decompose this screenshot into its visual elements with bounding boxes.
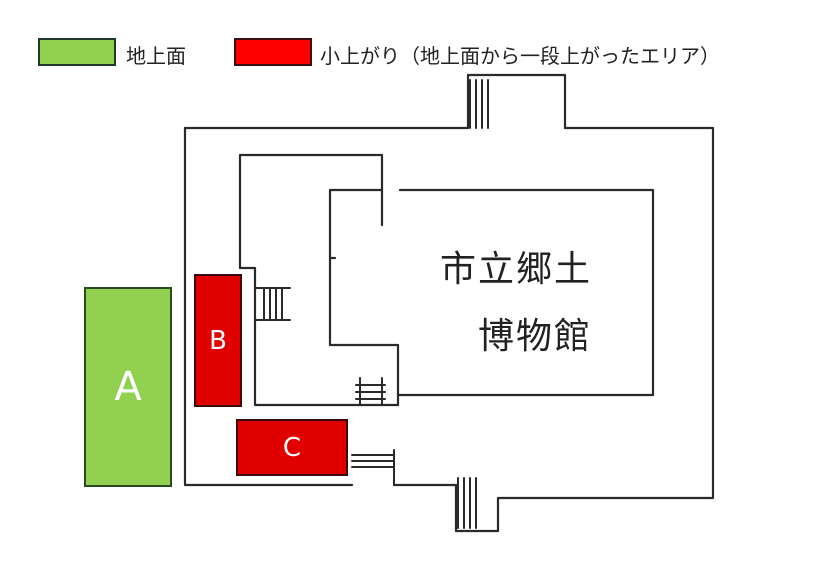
raised-area-swatch	[234, 38, 312, 66]
raised-area-legend-label: 小上がり（地上面から一段上がったエリア）	[320, 44, 720, 68]
stairs-top	[469, 79, 489, 129]
ground-level-swatch	[38, 38, 116, 66]
area-c-raised: C	[236, 419, 348, 476]
inner-wall	[238, 153, 387, 407]
museum-building-wall	[328, 188, 655, 397]
ground-level-legend-label: 地上面	[126, 44, 186, 68]
museum-label-line2: 博物館	[478, 316, 593, 357]
stairs-middle	[355, 377, 386, 406]
stairs-bottom	[457, 477, 477, 529]
area-a-ground-level: A	[84, 287, 172, 487]
stairs-right	[351, 449, 395, 486]
museum-label-line1: 市立郷土	[440, 249, 593, 290]
stairs-left	[254, 287, 291, 321]
outer-wall-left	[183, 126, 354, 487]
area-b-raised: B	[194, 274, 242, 407]
outer-wall	[183, 73, 715, 533]
